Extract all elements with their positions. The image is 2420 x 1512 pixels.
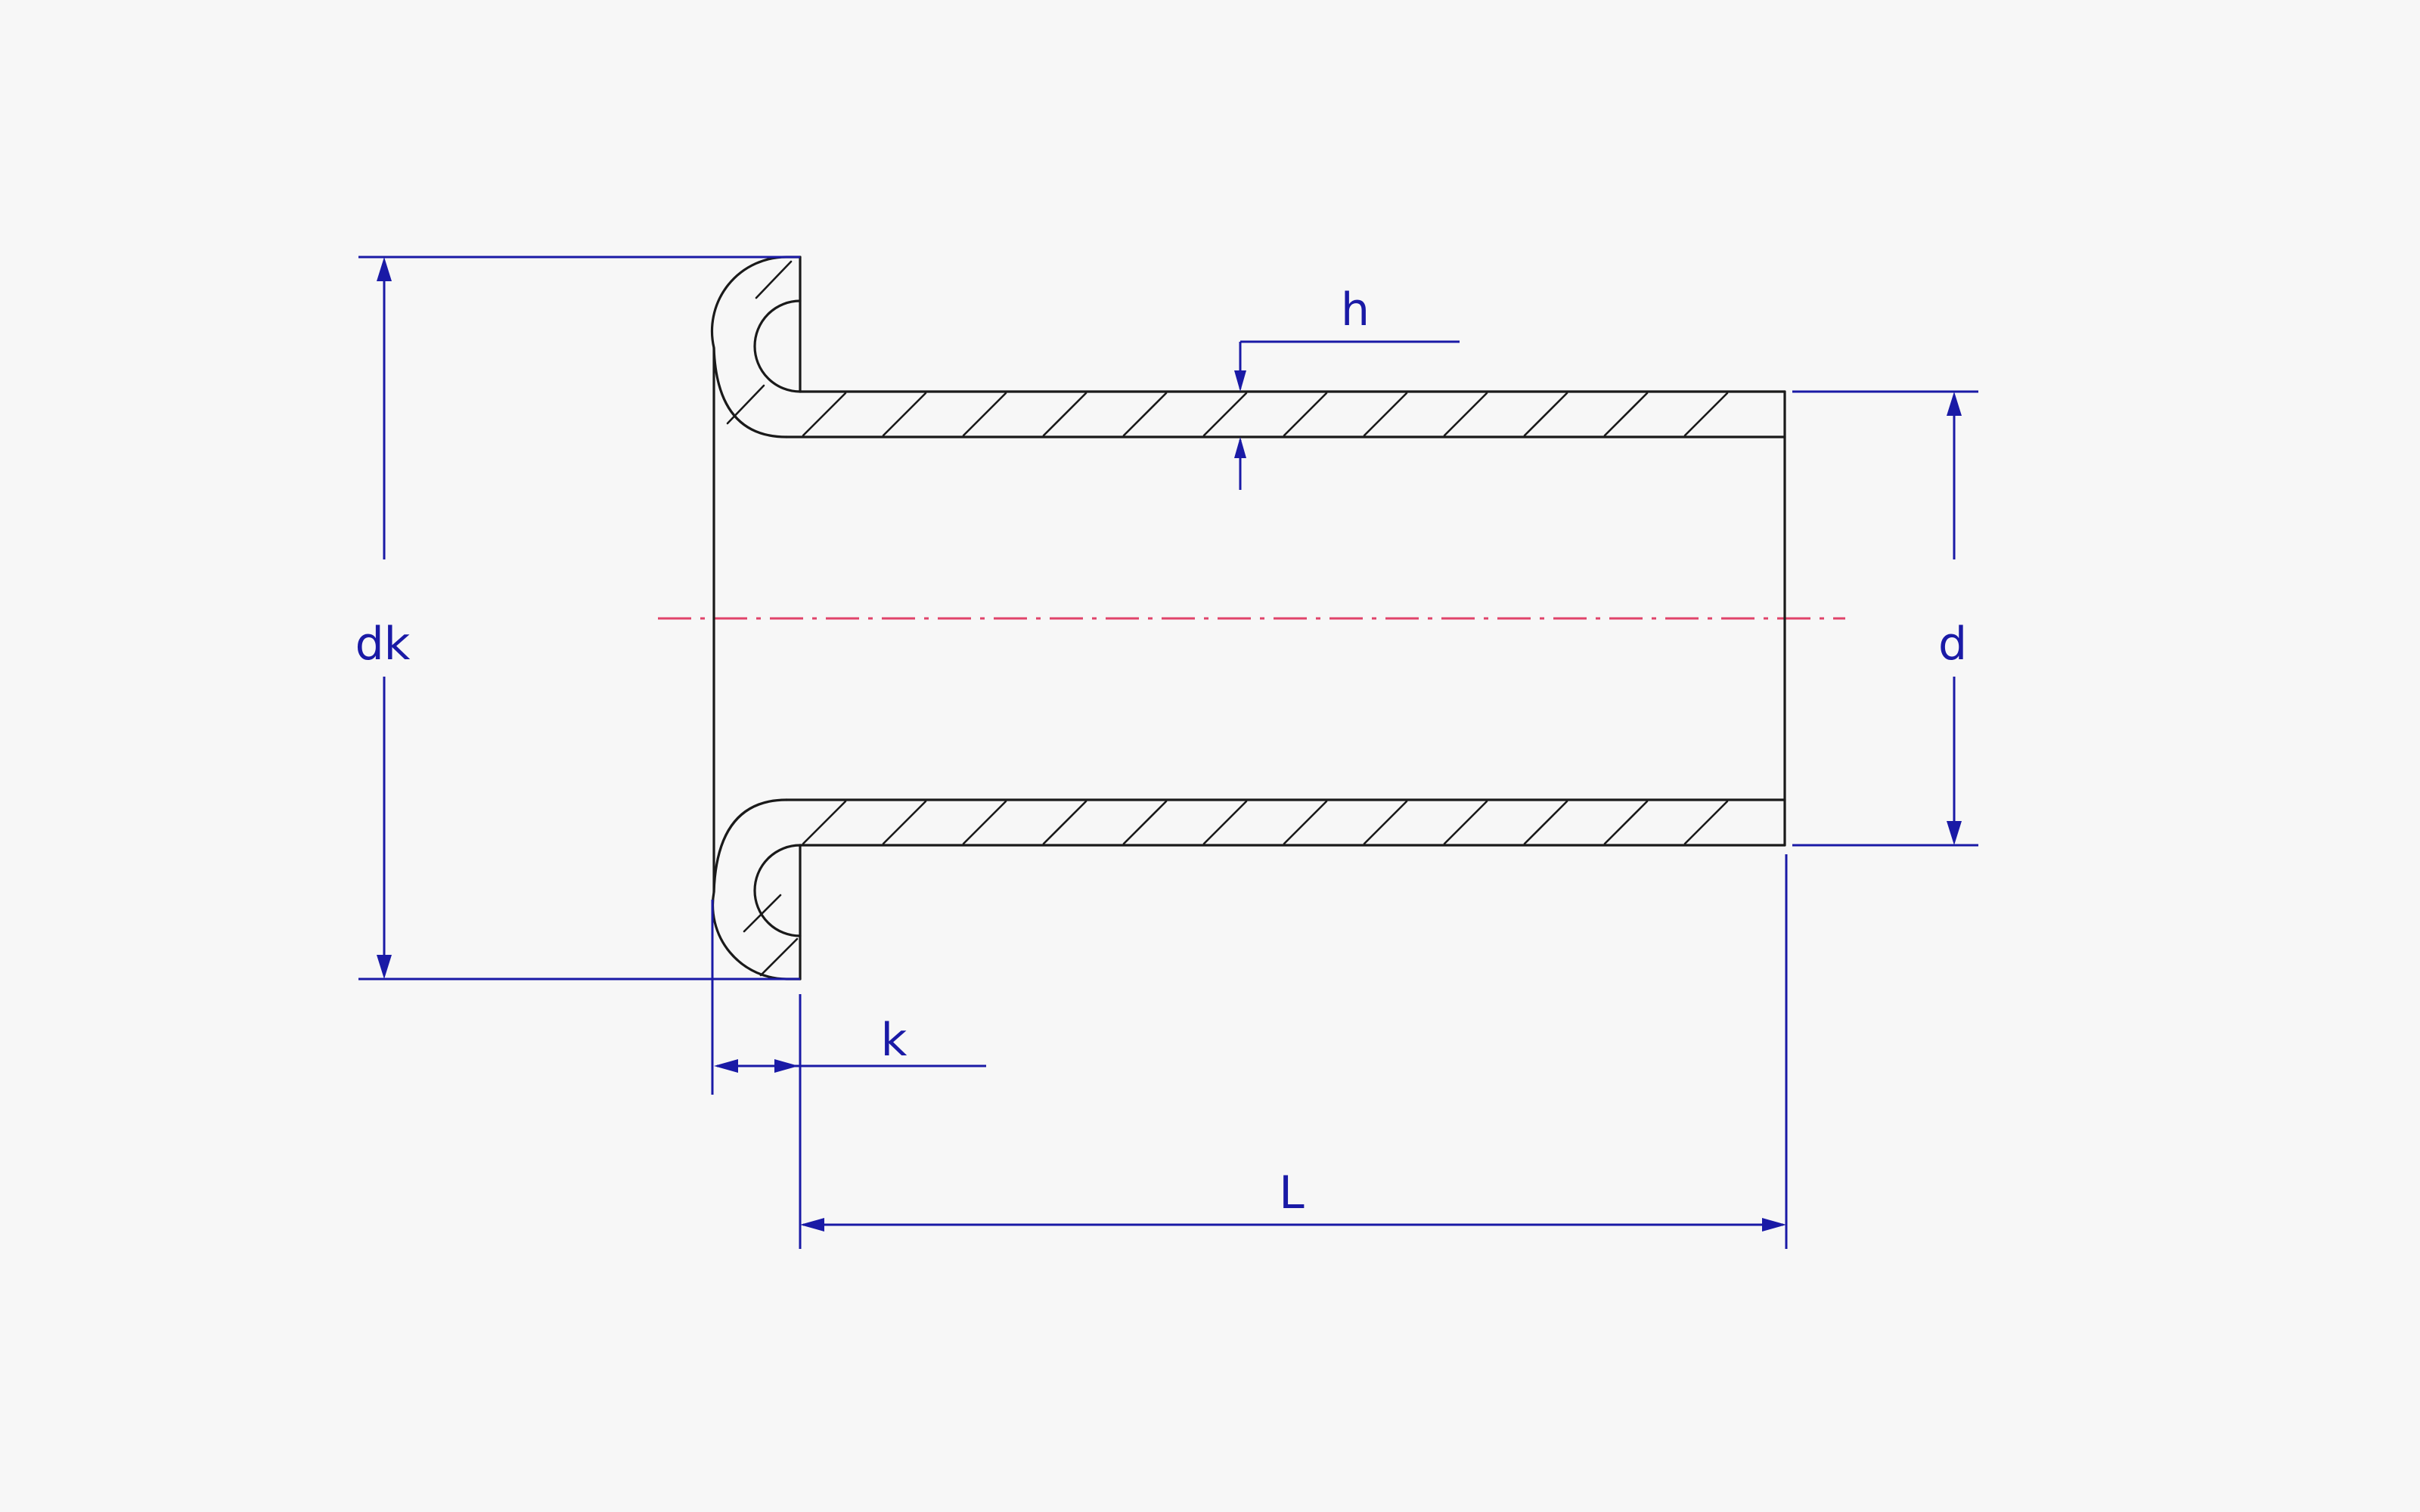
hatch-line <box>1603 800 1649 845</box>
hatch-line <box>1202 800 1248 845</box>
hatch-line <box>1523 800 1568 845</box>
hatch-line <box>1122 392 1168 437</box>
hatch-line <box>802 800 847 845</box>
d-arrow-top <box>1947 392 1962 416</box>
flange-hatch-line <box>726 384 765 425</box>
hatch-line <box>1443 392 1488 437</box>
hatch-line <box>882 392 927 437</box>
hatch-line <box>1202 392 1248 437</box>
dk-arrow-bottom <box>377 955 392 979</box>
h-label: h <box>1341 284 1370 336</box>
hatch-line <box>1042 392 1087 437</box>
d-label: d <box>1938 618 1967 671</box>
k-arrow-left <box>714 1059 738 1073</box>
d-arrow-bottom <box>1947 821 1962 845</box>
dimension-k: k <box>711 900 986 1095</box>
flange-hatch-line <box>759 937 799 977</box>
k-arrow-right <box>774 1059 799 1073</box>
hatch-line <box>962 392 1007 437</box>
hatch-line <box>882 800 927 845</box>
flange-hatch-line <box>743 894 782 933</box>
flange-hatch-line <box>755 260 793 299</box>
hatch-line <box>1283 800 1328 845</box>
eyelet-outline <box>710 256 1786 981</box>
dk-arrow-top <box>377 257 392 281</box>
l-arrow-left <box>800 1218 824 1232</box>
top-flange-inner-curve <box>753 299 802 393</box>
l-arrow-right <box>1762 1218 1786 1232</box>
hatch-line <box>1122 800 1168 845</box>
hatch-line <box>1683 800 1729 845</box>
hatch-line <box>1363 392 1408 437</box>
k-label: k <box>881 1014 908 1067</box>
hatch-line <box>1283 392 1328 437</box>
dk-label: dk <box>355 618 411 671</box>
section-hatching <box>726 260 1729 977</box>
top-flange-outer-curve <box>710 256 802 438</box>
dimension-l: L <box>799 854 1788 1249</box>
hatch-line <box>1523 392 1568 437</box>
h-arrow-top <box>1234 370 1246 392</box>
l-label: L <box>1279 1167 1305 1219</box>
dimension-h: h <box>1234 284 1460 490</box>
hatch-line <box>1363 800 1408 845</box>
dimension-d: d <box>1792 390 1978 847</box>
hatch-line <box>802 392 847 437</box>
bottom-flange-outer-curve <box>711 798 802 981</box>
hatch-line <box>1603 392 1649 437</box>
h-arrow-bottom <box>1234 437 1246 458</box>
dimension-dk: dk <box>355 256 800 981</box>
bottom-flange-inner-curve <box>753 844 802 937</box>
hatch-line <box>1042 800 1087 845</box>
hatch-line <box>962 800 1007 845</box>
hatch-line <box>1443 800 1488 845</box>
hatch-line <box>1683 392 1729 437</box>
